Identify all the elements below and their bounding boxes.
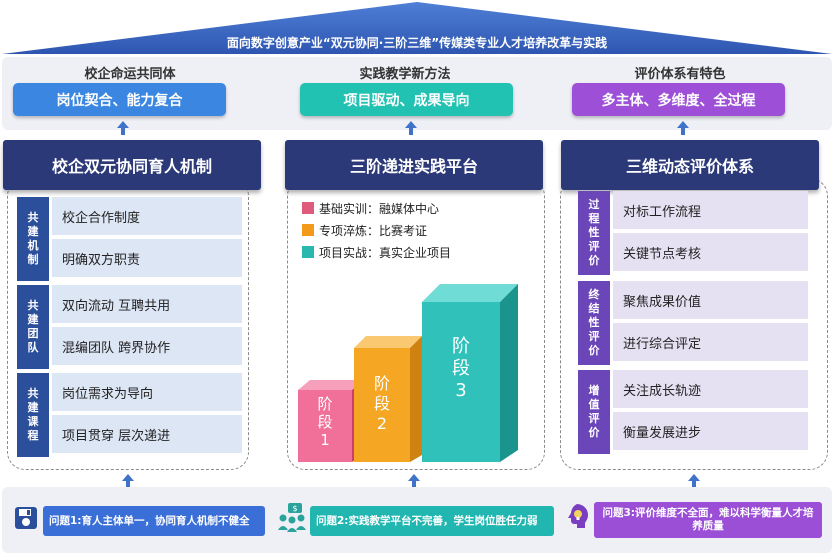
right-group-3: 增值评价 关注成长轨迹 衡量发展进步 (578, 370, 808, 454)
goal-pill-1: 岗位契合、能力复合 (13, 83, 226, 116)
group-label: 共建课程 (17, 373, 49, 457)
legend-item: 专项淬炼：比赛考证 (302, 219, 532, 241)
stage-3-block (422, 284, 518, 462)
list-item: 关注成长轨迹 (613, 370, 808, 408)
left-group-2: 共建团队 双向流动 互聘共用 混编团队 跨界协作 (17, 285, 242, 369)
arrow-up-icon (117, 121, 129, 135)
goal-category-1: 校企命运共同体 (84, 67, 176, 82)
roof (2, 2, 832, 54)
floppy-disk-icon (15, 507, 37, 529)
goal-pill-3: 多主体、多维度、全过程 (572, 83, 785, 116)
stage-staircase (298, 284, 518, 462)
list-item: 对标工作流程 (613, 191, 808, 229)
right-group-2: 终结性评价 聚焦成果价值 进行综合评定 (578, 281, 808, 365)
left-column-header: 校企双元协同育人机制 (3, 140, 261, 190)
arrow-up-icon (405, 121, 417, 135)
arrow-up-icon (408, 474, 420, 488)
arrow-up-icon (688, 474, 700, 488)
group-label: 共建机制 (17, 197, 49, 281)
stage-2-block (354, 336, 422, 462)
legend-swatch (302, 202, 314, 214)
group-label: 终结性评价 (578, 281, 610, 365)
arrow-up-icon (122, 474, 134, 488)
right-column-header: 三维动态评价体系 (561, 140, 819, 190)
problem-3: 问题3:评价维度不全面，难以科学衡量人才培养质量 (594, 502, 822, 538)
left-group-1: 共建机制 校企合作制度 明确双方职责 (17, 197, 242, 281)
legend-swatch (302, 246, 314, 258)
list-item: 混编团队 跨界协作 (52, 327, 242, 365)
svg-text:$: $ (292, 504, 297, 513)
legend-item: 基础实训：融媒体中心 (302, 197, 532, 219)
arrow-up-icon (677, 121, 689, 135)
list-item: 双向流动 互聘共用 (52, 285, 242, 323)
right-group-1: 过程性评价 对标工作流程 关键节点考核 (578, 191, 808, 275)
group-label: 过程性评价 (578, 191, 610, 275)
goal-pill-2: 项目驱动、成果导向 (300, 83, 513, 116)
list-item: 进行综合评定 (613, 323, 808, 361)
goal-category-2: 实践教学新方法 (359, 67, 451, 82)
list-item: 关键节点考核 (613, 233, 808, 271)
list-item: 岗位需求为导向 (52, 373, 242, 411)
group-label: 共建团队 (17, 285, 49, 369)
goal-category-3: 评价体系有特色 (634, 67, 726, 82)
list-item: 项目贯穿 层次递进 (52, 415, 242, 453)
group-label: 增值评价 (578, 370, 610, 454)
legend-swatch (302, 224, 314, 236)
list-item: 衡量发展进步 (613, 412, 808, 450)
middle-column-header: 三阶递进实践平台 (285, 140, 543, 190)
list-item: 校企合作制度 (52, 197, 242, 235)
problem-1: 问题1:育人主体单一，协同育人机制不健全 (43, 506, 265, 536)
team-icon: $ (278, 503, 306, 532)
left-group-3: 共建课程 岗位需求为导向 项目贯穿 层次递进 (17, 373, 242, 457)
list-item: 明确双方职责 (52, 239, 242, 277)
lightbulb-head-icon (568, 504, 588, 528)
roof-title: 面向数字创意产业“双元协同·三阶三维”传媒类专业人才培养改革与实践 (226, 36, 608, 50)
stage-legend: 基础实训：融媒体中心 专项淬炼：比赛考证 项目实战：真实企业项目 (302, 197, 532, 263)
list-item: 聚焦成果价值 (613, 281, 808, 319)
problem-2: 问题2:实践教学平台不完善，学生岗位胜任力弱 (310, 506, 554, 536)
legend-item: 项目实战：真实企业项目 (302, 241, 532, 263)
